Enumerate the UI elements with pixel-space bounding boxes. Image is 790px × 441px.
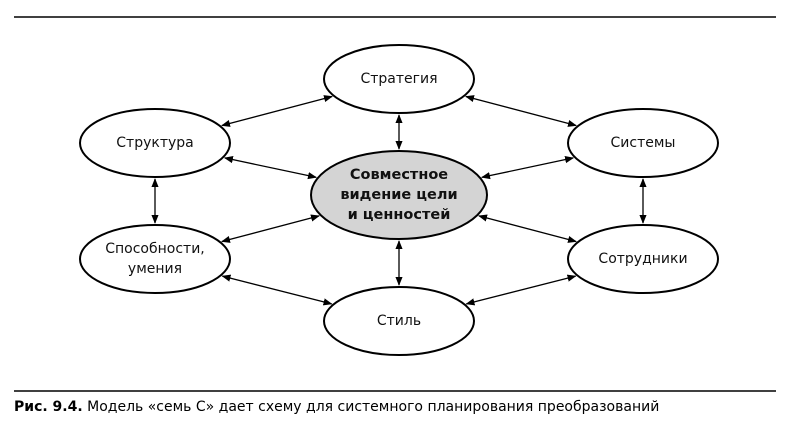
node-style-ellipse (323, 286, 475, 356)
node-staff: Сотрудники (567, 224, 719, 294)
node-center-label: видение цели (340, 187, 457, 203)
node-style-label: Стиль (377, 313, 421, 329)
node-center: Совместное видение цели и ценностей (310, 150, 488, 240)
arrow-staff-center (478, 214, 577, 243)
arrow-style-staff (465, 274, 577, 306)
node-strategy-label: Стратегия (360, 71, 437, 87)
figure-caption: Рис. 9.4. Модель «семь С» дает схему для… (14, 399, 659, 415)
node-structure-label: Структура (116, 135, 193, 151)
arrow-style-skills (221, 274, 333, 306)
node-skills-label: Способности, (105, 241, 205, 257)
connections (151, 95, 647, 306)
node-center-label: и ценностей (348, 207, 451, 223)
node-skills: Способности, умения (79, 224, 231, 294)
node-systems-ellipse (567, 108, 719, 178)
node-strategy-ellipse (323, 44, 475, 114)
caption-label: Рис. 9.4. (14, 399, 83, 415)
node-systems-label: Системы (611, 135, 676, 151)
node-center-label: Совместное (350, 167, 448, 183)
arrow-structure-center (223, 156, 317, 180)
caption-text: Модель «семь С» дает схему для системног… (87, 399, 660, 415)
node-skills-label: умения (128, 261, 182, 277)
node-skills-ellipse (79, 224, 231, 294)
node-staff-ellipse (567, 224, 719, 294)
arrow-skills-center (221, 214, 320, 243)
nodes: Совместное видение цели и ценностей Стратег… (79, 44, 719, 356)
node-systems: Системы (567, 108, 719, 178)
arrow-strategy-structure (221, 95, 333, 127)
node-strategy: Стратегия (323, 44, 475, 114)
arrow-systems-center (481, 156, 575, 180)
node-structure-ellipse (79, 108, 231, 178)
node-staff-label: Сотрудники (598, 251, 687, 267)
arrow-strategy-systems (465, 95, 577, 127)
node-structure: Структура (79, 108, 231, 178)
node-style: Стиль (323, 286, 475, 356)
node-center-ellipse (310, 150, 488, 240)
